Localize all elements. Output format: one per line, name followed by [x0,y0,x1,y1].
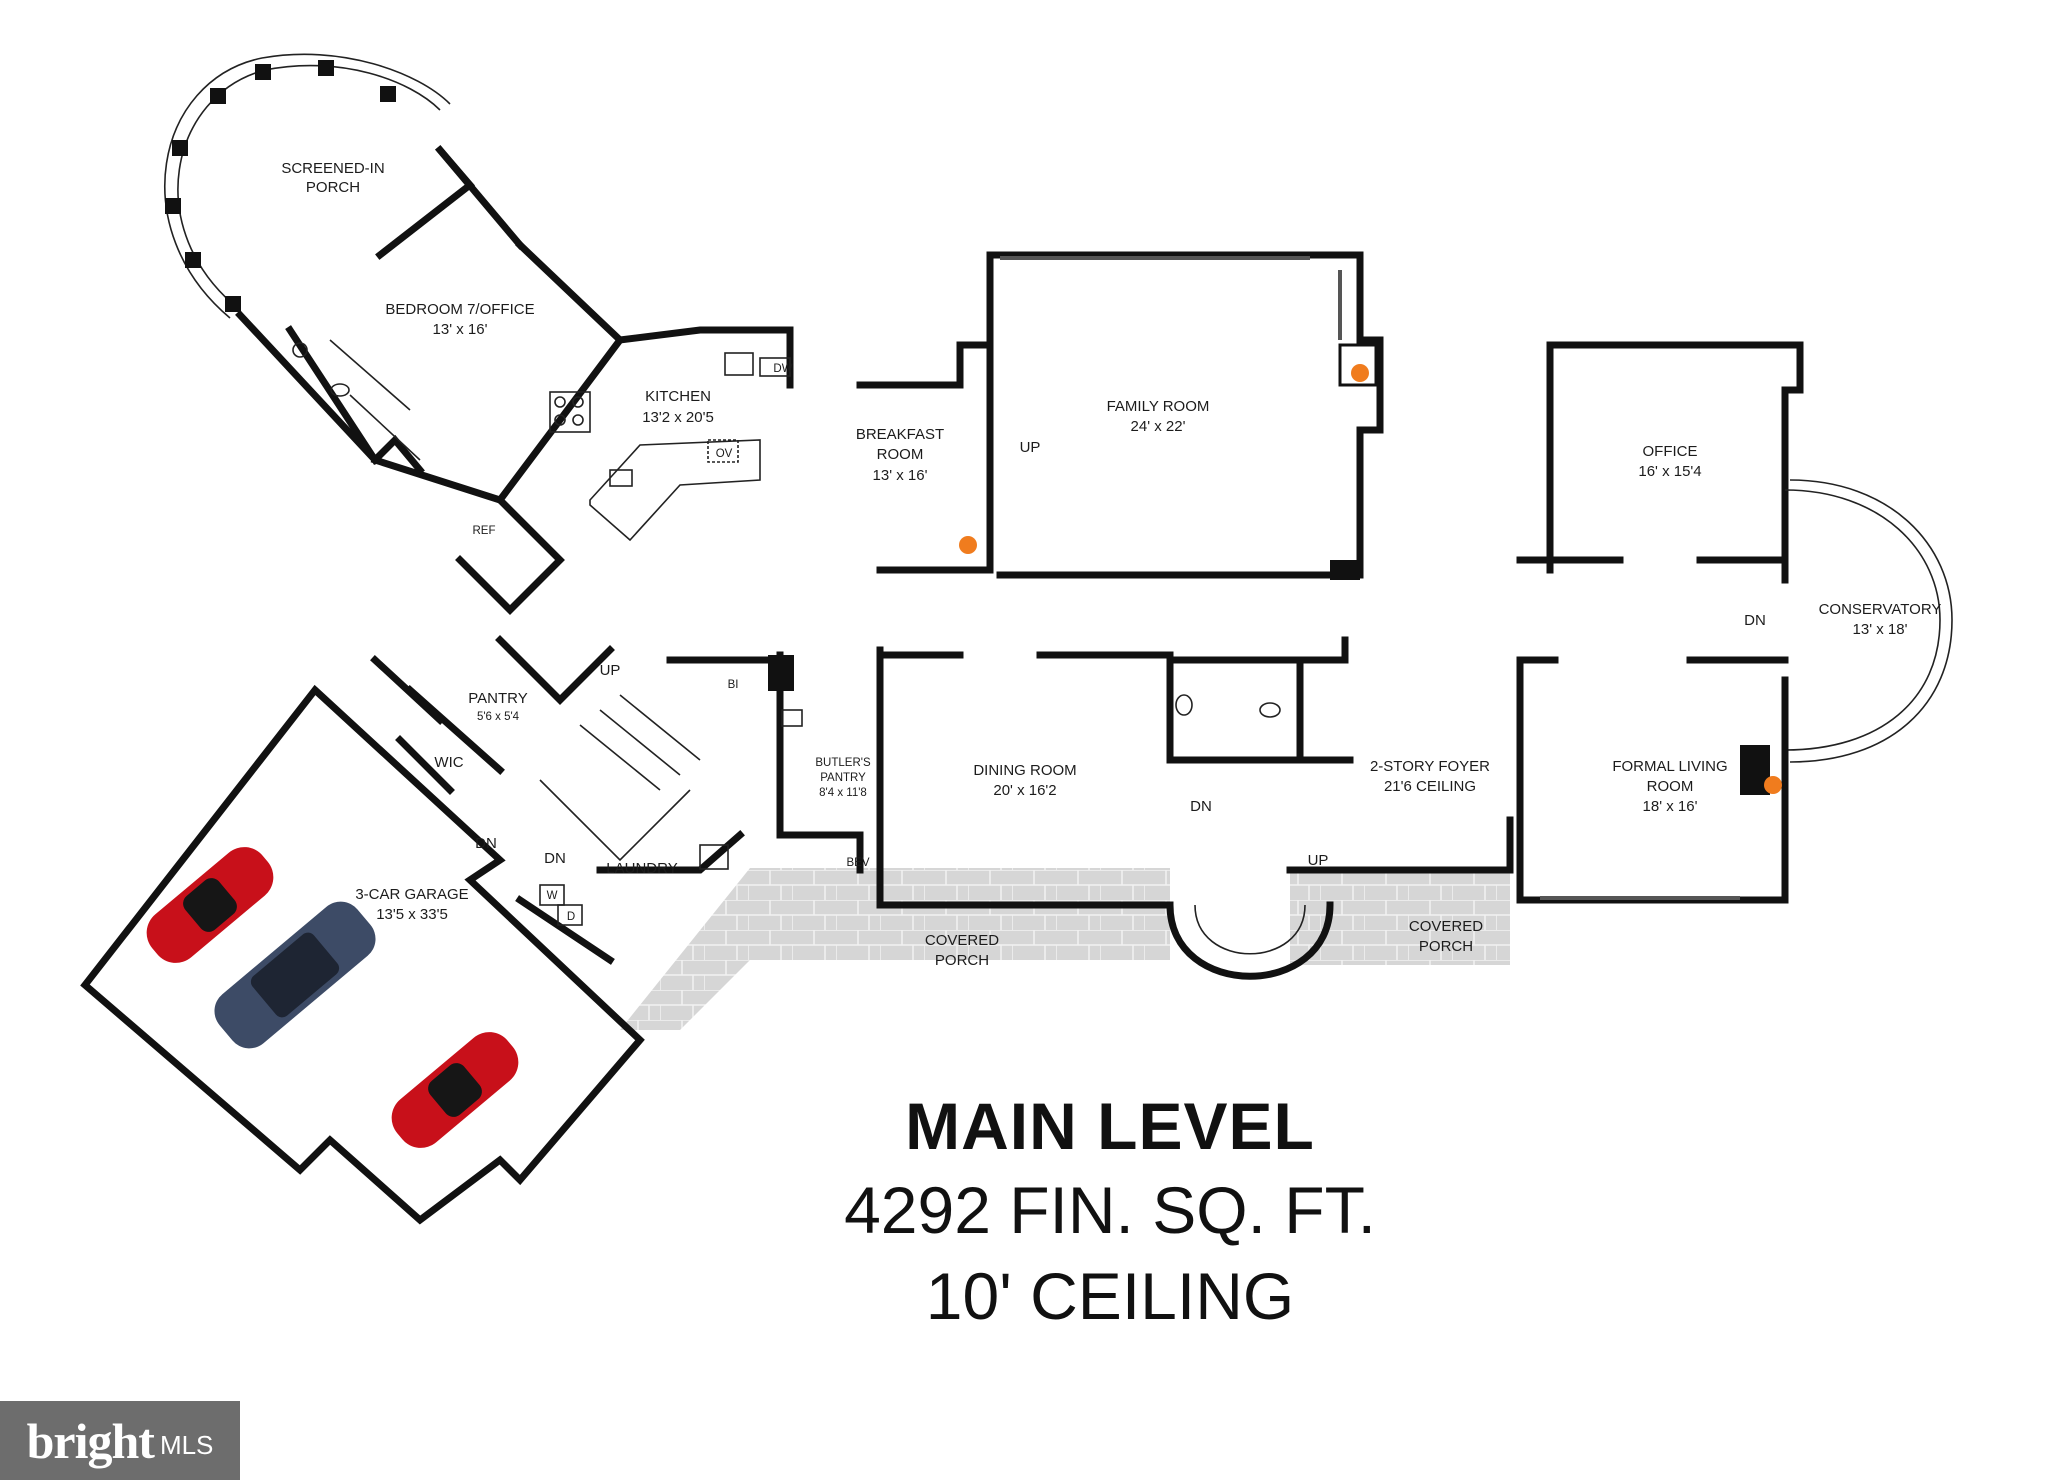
bedroom7-label: BEDROOM 7/OFFICE [385,301,534,318]
oven-label: OV [716,448,733,460]
breakfast-dims: 13' x 16' [873,467,928,484]
formal-living-label-1: FORMAL LIVING [1612,758,1727,775]
breakfast-label-2: ROOM [877,446,924,463]
stair-up-back: UP [600,662,621,679]
dryer-label: D [567,911,575,923]
stair-dn-back: DN [544,850,566,867]
butlers-pantry-label-2: PANTRY [820,772,866,784]
formal-living-dims: 18' x 16' [1643,798,1698,815]
covered-porch-right-label-1: COVERED [1409,918,1483,935]
stair-up-breakfast: UP [1020,439,1041,456]
plan-area: 4292 FIN. SQ. FT. [844,1173,1376,1247]
pantry-label: PANTRY [468,690,527,707]
office-wing-walls [1516,341,1953,904]
brand-name: bright [26,1412,155,1469]
foyer-dims: 21'6 CEILING [1384,778,1476,795]
covered-porch-right-label-2: PORCH [1419,938,1473,955]
stair-dn-garage: DN [475,835,497,852]
washer-label: W [547,890,558,902]
car-red-1 [146,847,274,963]
garage-label: 3-CAR GARAGE [355,886,468,903]
dining-room-dims: 20' x 16'2 [993,782,1056,799]
office-dims: 16' x 15'4 [1638,463,1701,480]
screened-porch-walls [164,53,476,475]
stair-up-foyer: UP [1308,852,1329,869]
covered-porch-floor [620,868,1510,1030]
laundry-label: LAUNDRY [606,860,677,877]
car-red-2 [391,1032,519,1148]
built-in-label: BI [728,679,739,691]
family-room-walls [986,251,1384,580]
garage-dims: 13'5 x 33'5 [376,906,448,923]
covered-porch-left-label-2: PORCH [935,952,989,969]
foyer-label: 2-STORY FOYER [1370,758,1490,775]
bedroom7-dims: 13' x 16' [433,321,488,338]
brand-suffix: MLS [159,1430,214,1460]
stair-dn-foyer: DN [1190,798,1212,815]
car-blue [214,901,376,1049]
family-room-dims: 24' x 22' [1131,418,1186,435]
conservatory-label: CONSERVATORY [1819,601,1942,618]
dishwasher-label: DW [773,363,792,375]
dining-room-label: DINING ROOM [973,762,1076,779]
formal-living-label-2: ROOM [1647,778,1694,795]
pantry-dims: 5'6 x 5'4 [477,711,520,723]
dining-foyer-walls [876,636,1514,980]
plan-title: MAIN LEVEL [905,1089,1315,1163]
plan-title-block: MAIN LEVEL 4292 FIN. SQ. FT. 10' CEILING [760,1085,1460,1339]
kitchen-walls [455,326,994,615]
bedroom-wing-walls [285,145,625,505]
family-room-label: FAMILY ROOM [1107,398,1210,415]
covered-porch-left-label-1: COVERED [925,932,999,949]
plan-ceiling: 10' CEILING [925,1259,1295,1333]
screened-porch-label-1: SCREENED-IN [281,160,384,177]
conservatory-dims: 13' x 18' [1853,621,1908,638]
garage-walls [80,655,645,1225]
kitchen-dims: 13'2 x 20'5 [642,409,714,426]
bright-mls-logo: bright MLS [0,1401,240,1480]
wic-label: WIC [434,754,463,771]
fire-icon [959,364,1782,794]
breakfast-label-1: BREAKFAST [856,426,944,443]
refrigerator-label: REF [473,525,496,537]
butlers-pantry-label-1: BUTLER'S [815,757,871,769]
screened-porch-label-2: PORCH [306,179,360,196]
office-label: OFFICE [1643,443,1698,460]
beverage-label: BEV [846,857,869,869]
butlers-pantry-dims: 8'4 x 11'8 [819,787,867,799]
service-wing-walls [495,635,864,965]
stair-dn-conservatory: DN [1744,612,1766,629]
kitchen-label: KITCHEN [645,388,711,405]
